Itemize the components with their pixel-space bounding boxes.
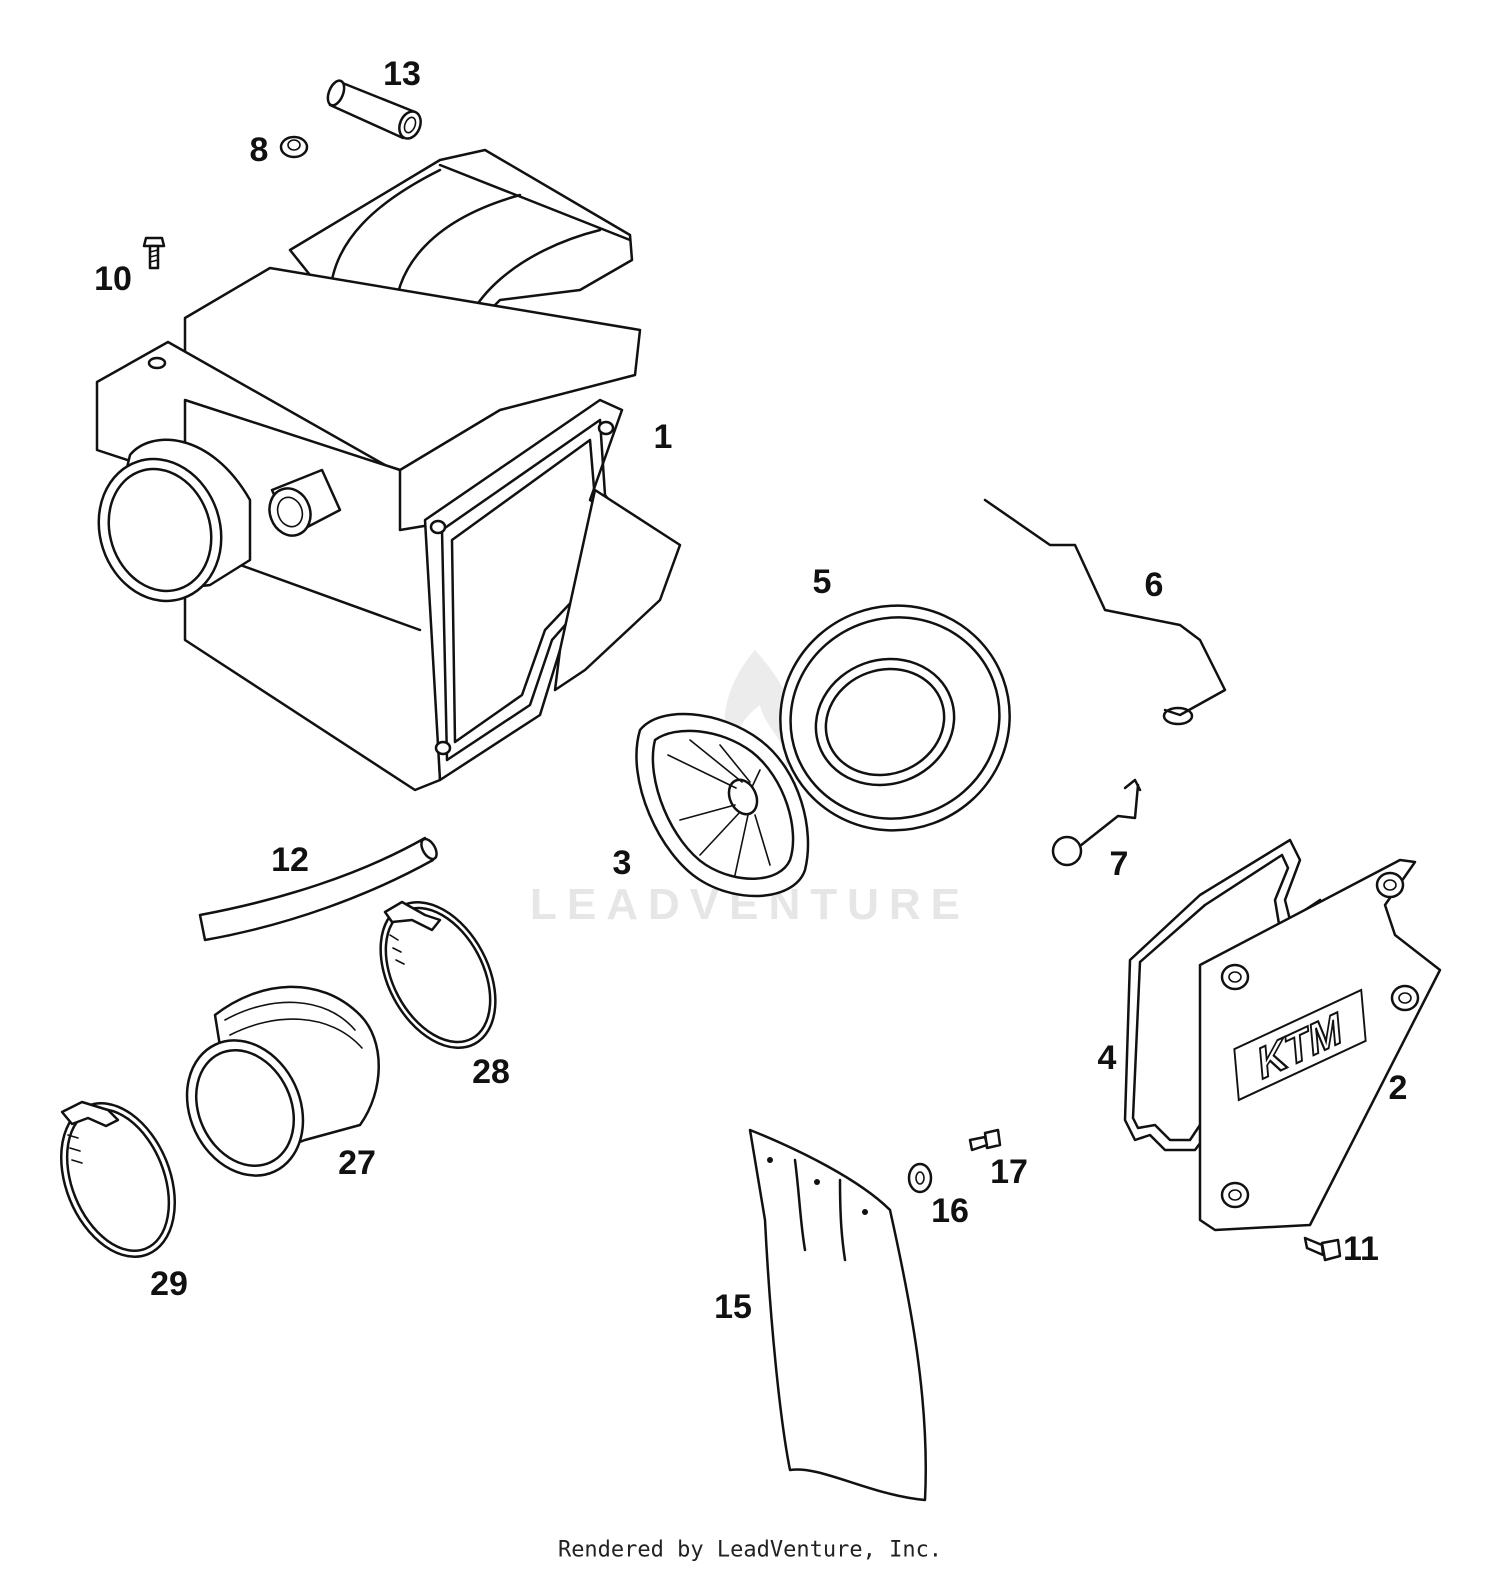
label-part-29: 29 bbox=[150, 1265, 188, 1303]
watermark-flame-icon bbox=[724, 650, 797, 770]
part-10-screw bbox=[142, 236, 166, 270]
label-part-10: 10 bbox=[94, 260, 132, 298]
label-part-6: 6 bbox=[1144, 566, 1164, 604]
label-part-8: 8 bbox=[249, 131, 269, 169]
part-7-pin bbox=[1051, 778, 1142, 867]
footer-credit: Rendered by LeadVenture, Inc. bbox=[557, 1537, 943, 1563]
label-part-15: 15 bbox=[714, 1288, 752, 1326]
part-2-cover-plate: KTM bbox=[1198, 858, 1442, 1232]
label-part-27: 27 bbox=[338, 1144, 376, 1182]
part-1-airbox bbox=[95, 148, 682, 792]
part-16-washer bbox=[907, 1162, 933, 1194]
part-13-tube bbox=[326, 79, 422, 140]
part-8-nut bbox=[279, 135, 309, 159]
label-part-1: 1 bbox=[653, 418, 673, 456]
label-part-17: 17 bbox=[990, 1153, 1028, 1191]
label-part-28: 28 bbox=[472, 1053, 510, 1091]
label-part-12: 12 bbox=[271, 841, 309, 879]
part-17-screw bbox=[968, 1128, 1002, 1152]
label-part-2: 2 bbox=[1388, 1069, 1408, 1107]
label-part-3: 3 bbox=[612, 844, 632, 882]
part-11-screw bbox=[1303, 1236, 1342, 1262]
part-29-hose-clamp bbox=[59, 1100, 177, 1258]
part-27-rubber-sleeve bbox=[185, 985, 380, 1177]
part-3-filter-cage bbox=[635, 712, 810, 898]
part-28-hose-clamp bbox=[379, 900, 497, 1050]
label-part-16: 16 bbox=[931, 1192, 969, 1230]
part-12-hose bbox=[198, 836, 438, 942]
label-part-7: 7 bbox=[1109, 845, 1129, 883]
label-part-11: 11 bbox=[1343, 1230, 1379, 1268]
part-15-mud-flap bbox=[748, 1128, 928, 1502]
label-part-13: 13 bbox=[383, 55, 421, 93]
label-part-4: 4 bbox=[1097, 1039, 1117, 1077]
part-6-wire-clip bbox=[983, 498, 1227, 726]
label-part-5: 5 bbox=[812, 563, 832, 601]
part-5-filter-element bbox=[779, 604, 1011, 832]
